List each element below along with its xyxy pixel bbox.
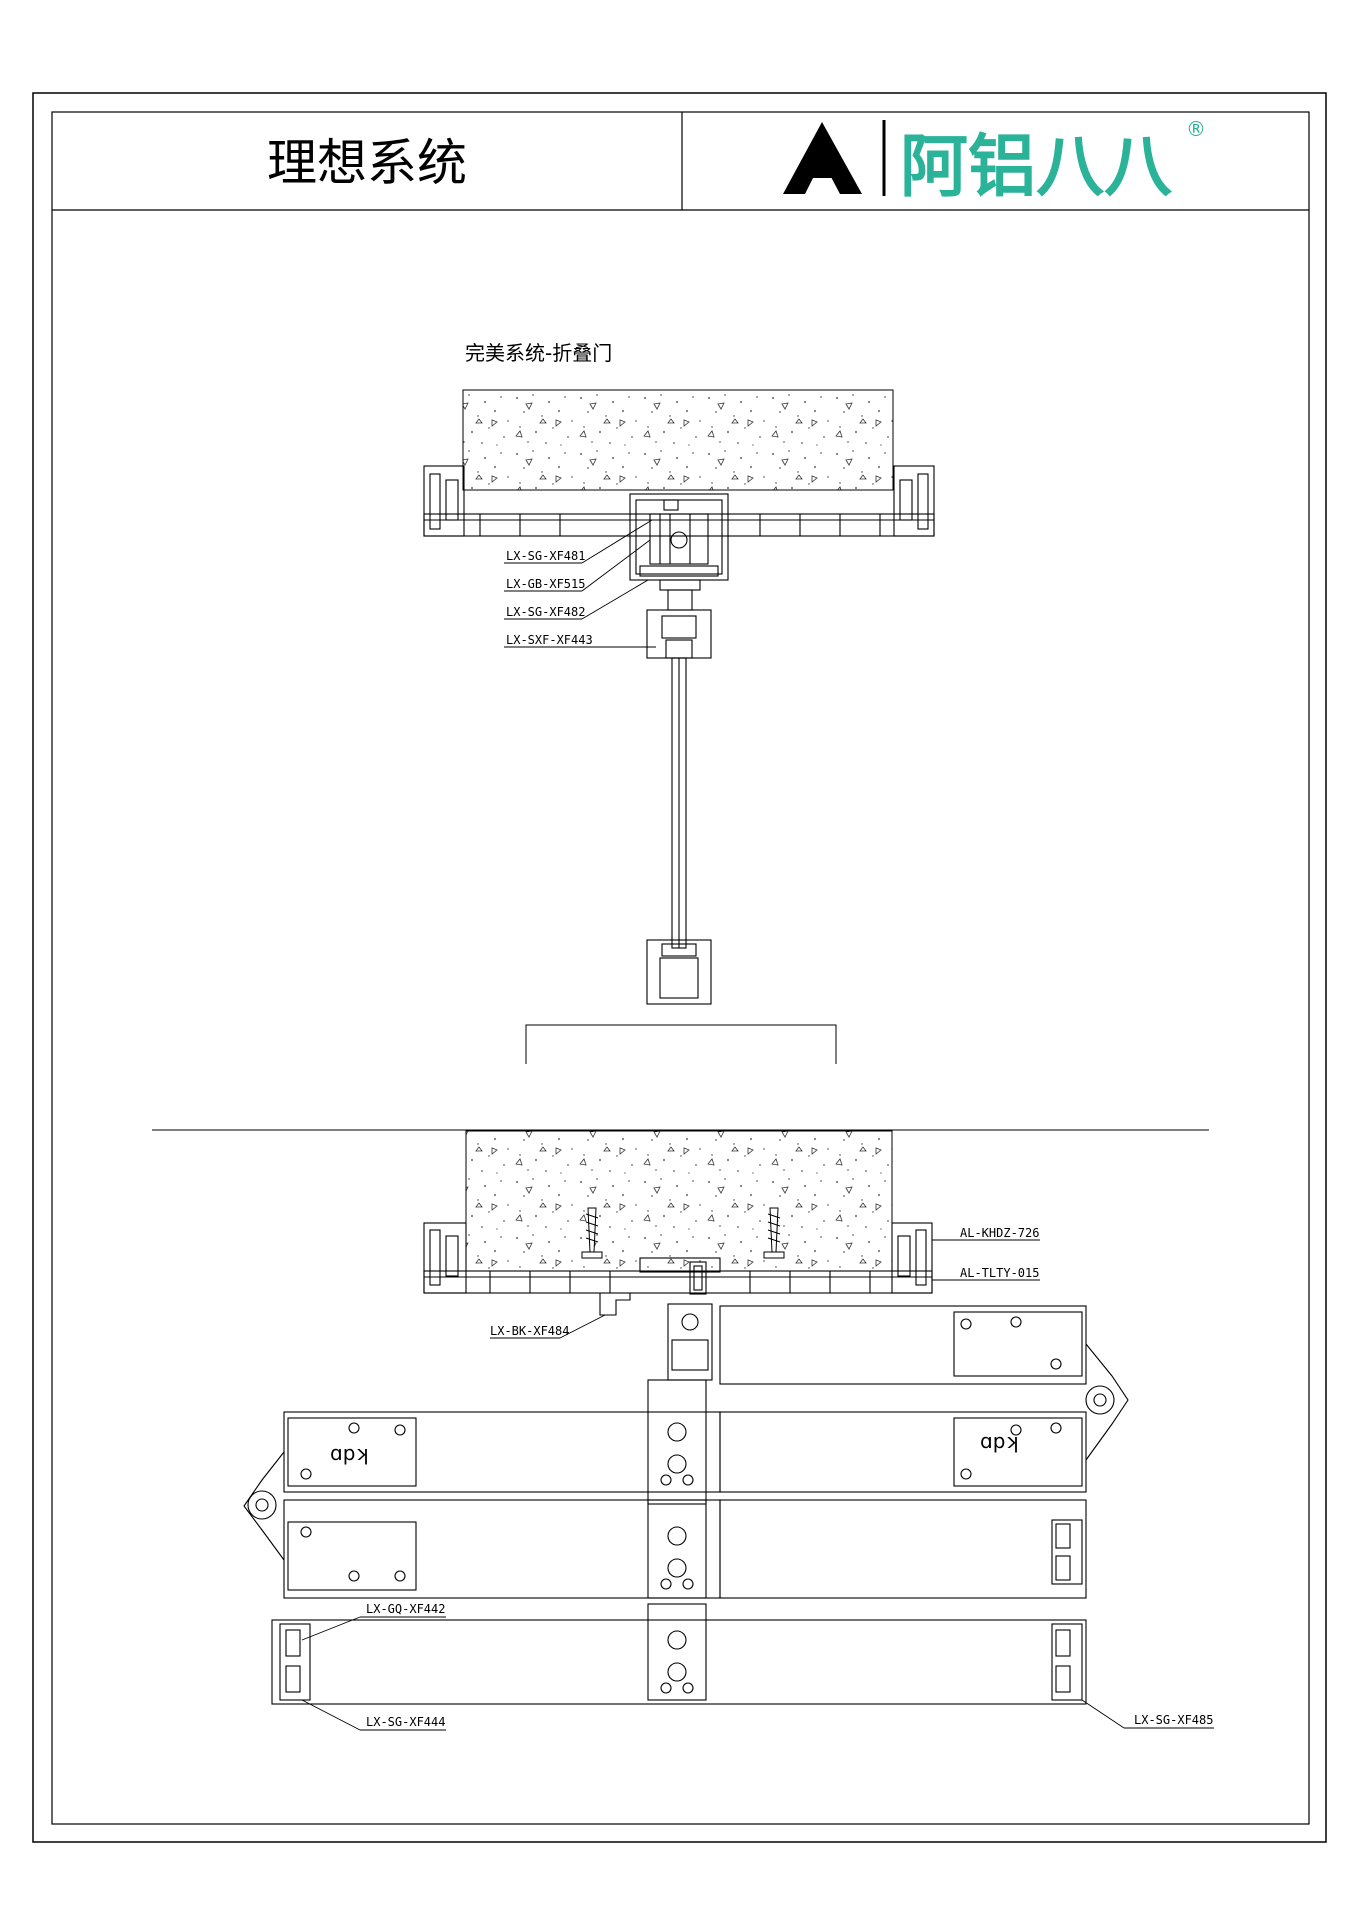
label-sg-xf485: LX-SG-XF485 [1134, 1713, 1213, 1727]
hinge-logo-left: ɑpʞ [330, 1441, 369, 1465]
brand-logo [783, 120, 886, 196]
label-sg-xf482: LX-SG-XF482 [506, 605, 585, 619]
outer-border [32, 92, 1327, 1843]
hinge-logo-right: ɑpʞ [980, 1429, 1019, 1453]
anchor-screws [581, 1207, 785, 1259]
label-sg-xf481: LX-SG-XF481 [506, 549, 585, 563]
registered-mark: ® [1186, 117, 1206, 141]
label-al-tlty-015: AL-TLTY-015 [960, 1266, 1039, 1280]
label-gb-xf515: LX-GB-XF515 [506, 577, 585, 591]
top-leader-lines [504, 519, 656, 648]
label-gq-xf442: LX-GQ-XF442 [366, 1602, 445, 1616]
bottom-frame-profile [423, 1222, 933, 1316]
bracket-marker [525, 1024, 837, 1064]
bottom-leader-lines [301, 1616, 1214, 1731]
label-sg-xf444: LX-SG-XF444 [366, 1715, 445, 1729]
logo-text: 阿铝八八 [900, 128, 1173, 207]
inner-border [51, 111, 1310, 1825]
label-bk-xf484: LX-BK-XF484 [490, 1324, 569, 1338]
page-title: 理想系统 [267, 134, 467, 192]
folding-panels: ɑpʞ ɑpʞ [243, 1303, 1129, 1705]
top-wall-section [462, 389, 894, 491]
section-title: 完美系统-折叠门 [465, 341, 612, 365]
top-frame-profile [423, 465, 935, 1005]
bottom-wall-section [465, 1130, 893, 1272]
right-leader-lines [490, 1239, 1040, 1339]
label-al-khdz-726: AL-KHDZ-726 [960, 1226, 1039, 1240]
label-sxf-xf443: LX-SXF-XF443 [506, 633, 593, 647]
